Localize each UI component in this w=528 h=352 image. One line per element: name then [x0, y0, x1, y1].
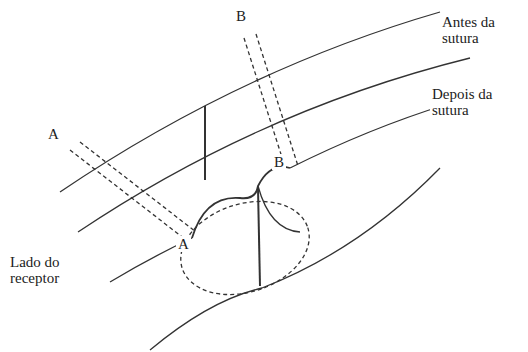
- vessel-wall: [290, 104, 448, 168]
- point-label: B: [272, 154, 286, 170]
- suture-line: [258, 188, 260, 286]
- vessel-wall: [78, 58, 470, 232]
- projection-line: [80, 142, 196, 232]
- point-label: B: [234, 8, 248, 24]
- projection-line: [70, 150, 186, 240]
- projection-line: [244, 38, 286, 170]
- point-label: A: [176, 236, 191, 252]
- dashed-outline: [169, 186, 322, 310]
- side-label: Lado do receptor: [8, 254, 78, 286]
- suture-edge: [192, 167, 290, 238]
- projection-line: [256, 34, 298, 166]
- point-label: A: [46, 126, 61, 142]
- vessel-wall: [60, 12, 440, 192]
- suture-line: [204, 106, 206, 180]
- suture-edge: [258, 186, 300, 232]
- vessel-state-label: Depois da sutura: [430, 86, 514, 118]
- vessel-wall: [150, 168, 440, 350]
- vessel-state-label: Antes da sutura: [440, 14, 514, 46]
